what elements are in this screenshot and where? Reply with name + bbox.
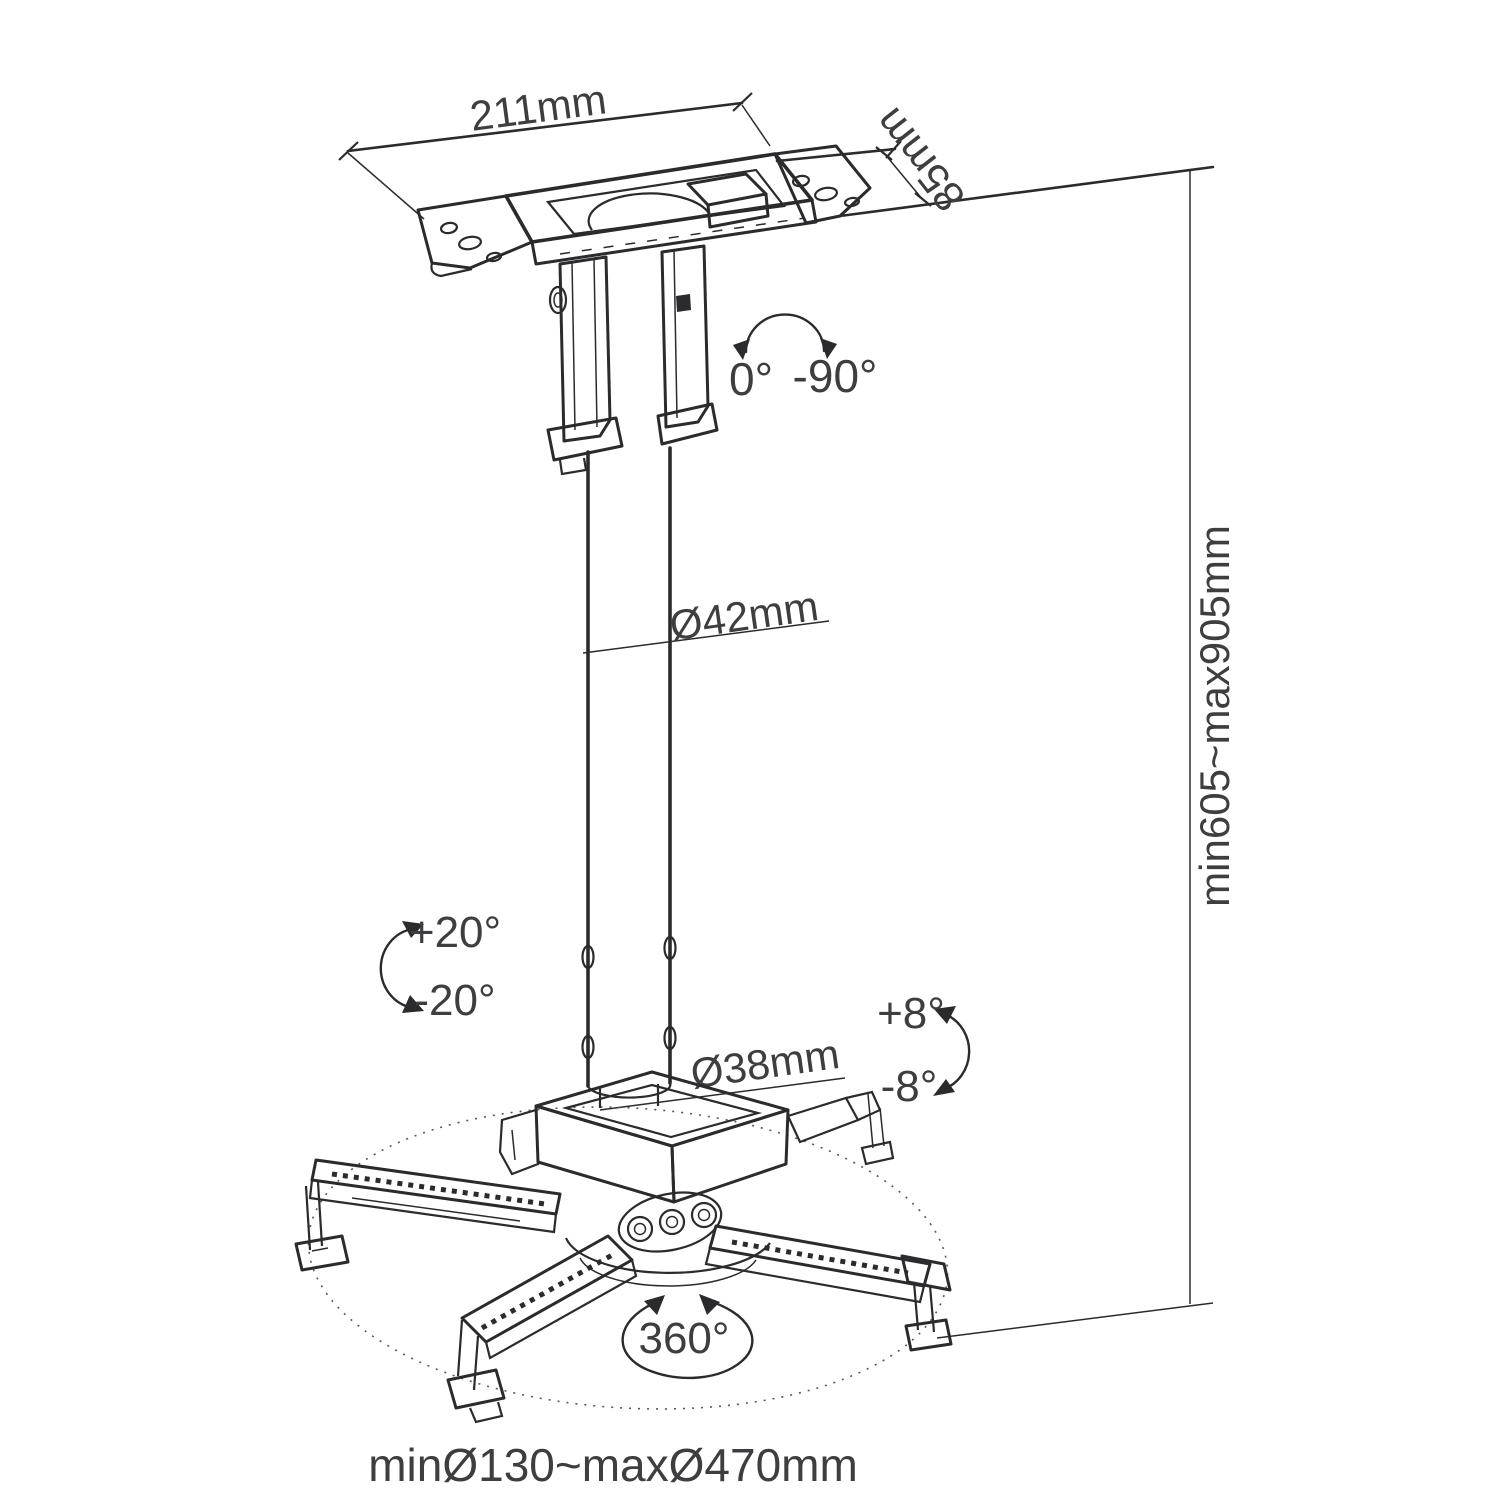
clamp-knob — [548, 285, 568, 315]
annotation-swivel-arc: 0° -90° — [729, 313, 878, 405]
height-lock-screw — [663, 935, 677, 961]
mounting-hole — [485, 251, 503, 263]
bolt-hole — [658, 1208, 686, 1236]
arm-foot — [904, 1318, 953, 1352]
mounting-hole — [439, 221, 459, 235]
arrowhead-icon — [820, 338, 837, 359]
bolt-hole — [690, 1201, 718, 1229]
head-assembly — [498, 1070, 790, 1287]
label-height-range: min605~max905mm — [1191, 525, 1238, 907]
arrowhead-icon — [699, 1294, 720, 1315]
strap-slot — [676, 294, 691, 312]
height-lock-screw — [663, 1025, 677, 1051]
arm-front — [446, 1234, 638, 1424]
arm-foot — [860, 1140, 895, 1166]
arrowhead-icon — [402, 995, 424, 1013]
swivel-ring — [564, 1237, 771, 1274]
dimension-pole-outer: Ø42mm — [582, 582, 830, 654]
label-tilt-up: +20° — [409, 908, 501, 957]
dimension-top-depth: 85mm — [775, 99, 1215, 220]
label-top-depth: 85mm — [865, 99, 974, 220]
arm-foot — [446, 1368, 506, 1410]
label-base-spread-range: minØ130~maxØ470mm — [368, 1439, 858, 1491]
mounting-hole — [814, 186, 838, 202]
arm-foot — [294, 1234, 350, 1272]
annotation-rotation-arrow: 360° — [621, 1294, 754, 1380]
extension-pole — [581, 446, 677, 1108]
arrowhead-icon — [733, 339, 750, 360]
arm-left — [294, 1158, 562, 1272]
mounting-hole — [843, 196, 861, 208]
arm-end-cap — [900, 1254, 952, 1292]
arm-back — [786, 1090, 895, 1166]
arrowhead-icon — [644, 1295, 665, 1315]
annotation-tilt-arc-right: +8° -8° — [877, 989, 971, 1111]
dimension-top-width: 211mm — [338, 75, 771, 220]
label-top-width: 211mm — [467, 75, 609, 139]
label-fine-tilt-up: +8° — [877, 989, 945, 1038]
mounting-hole — [791, 174, 811, 188]
arrowhead-icon — [933, 1079, 955, 1096]
arm-right — [704, 1224, 953, 1352]
bolt-hole — [626, 1215, 654, 1243]
mounting-hole — [458, 235, 482, 251]
dimension-height-range: min605~max905mm — [936, 171, 1238, 1339]
height-lock-screw — [581, 1034, 595, 1060]
tilt-boss — [617, 1191, 723, 1253]
height-lock-screw — [581, 944, 595, 970]
annotation-tilt-arc-left: +20° -20° — [379, 908, 501, 1025]
label-swivel-end: -90° — [793, 350, 878, 402]
label-pole-outer-diameter: Ø42mm — [667, 582, 821, 649]
projector-arms — [294, 1090, 953, 1424]
arrowhead-icon — [934, 1006, 956, 1024]
label-fine-tilt-down: -8° — [881, 1062, 938, 1111]
pole-clamp-straps — [546, 244, 719, 476]
label-rotation: 360° — [638, 1314, 729, 1363]
label-tilt-down: -20° — [414, 976, 495, 1025]
ceiling-plate — [416, 144, 872, 278]
arrowhead-icon — [402, 921, 424, 938]
label-swivel-start: 0° — [729, 353, 773, 405]
